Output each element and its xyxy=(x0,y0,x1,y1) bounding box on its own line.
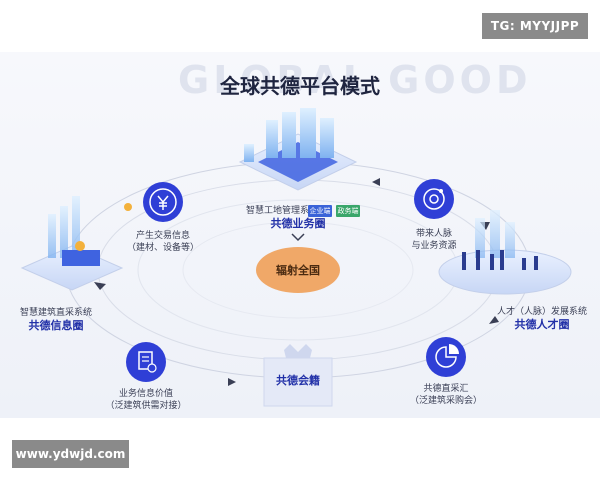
info-system-label: 智慧建筑直采系统 xyxy=(19,308,92,318)
page-title: 全球共德平台模式 xyxy=(220,74,380,98)
purchase-line1: 共德直采汇 xyxy=(423,384,469,394)
trade-info-line1: 产生交易信息 xyxy=(135,231,190,241)
info-circle-name: 共德信息圈 xyxy=(28,319,84,332)
talent-system-label: 人才（人脉）发展系统 xyxy=(496,307,587,317)
purchase-line2: （泛建筑采购会） xyxy=(409,396,482,406)
member-card xyxy=(263,344,333,407)
business-circle-name: 共德业务圈 xyxy=(270,217,326,230)
pie-chart-icon-circle xyxy=(426,337,466,377)
price-info-line1: 业务信息价值 xyxy=(118,389,173,399)
left-platform-illustration xyxy=(20,196,124,291)
document-icon-circle xyxy=(126,342,166,382)
talent-link-line2: 与业务资源 xyxy=(411,241,457,251)
price-info-line2: （泛建筑供需对接） xyxy=(105,401,187,411)
arrow-top-right xyxy=(372,178,380,186)
right-platform-illustration xyxy=(438,210,572,295)
network-icon-circle xyxy=(414,179,454,219)
enterprise-tag: 企业端 xyxy=(308,205,332,217)
yen-icon-circle xyxy=(143,182,183,222)
chevron-down-icon xyxy=(291,233,305,242)
center-ellipse xyxy=(256,247,340,293)
member-name: 共德会籍 xyxy=(276,374,320,387)
arrow-left-lower xyxy=(94,282,106,290)
talent-link-line1: 带来人脉 xyxy=(415,229,452,239)
background-word: GLOBAL GOOD xyxy=(178,58,532,102)
center-label: 辐射全国 xyxy=(276,264,320,277)
business-system-label: 智慧工地管理系统 xyxy=(245,206,318,216)
orange-dot xyxy=(124,203,132,211)
trade-info-line2: （建材、设备等） xyxy=(126,243,199,253)
talent-circle-name: 共德人才圈 xyxy=(514,318,570,331)
watermark-top-right: TG: MYYJJPP xyxy=(482,13,588,39)
arrow-bottom-left xyxy=(228,378,236,386)
government-tag: 政务端 xyxy=(336,205,360,217)
top-platform-illustration xyxy=(238,108,358,191)
arrow-right-lower xyxy=(489,316,499,324)
watermark-bottom-left: www.ydwjd.com xyxy=(12,440,129,468)
core-ring xyxy=(182,221,414,319)
